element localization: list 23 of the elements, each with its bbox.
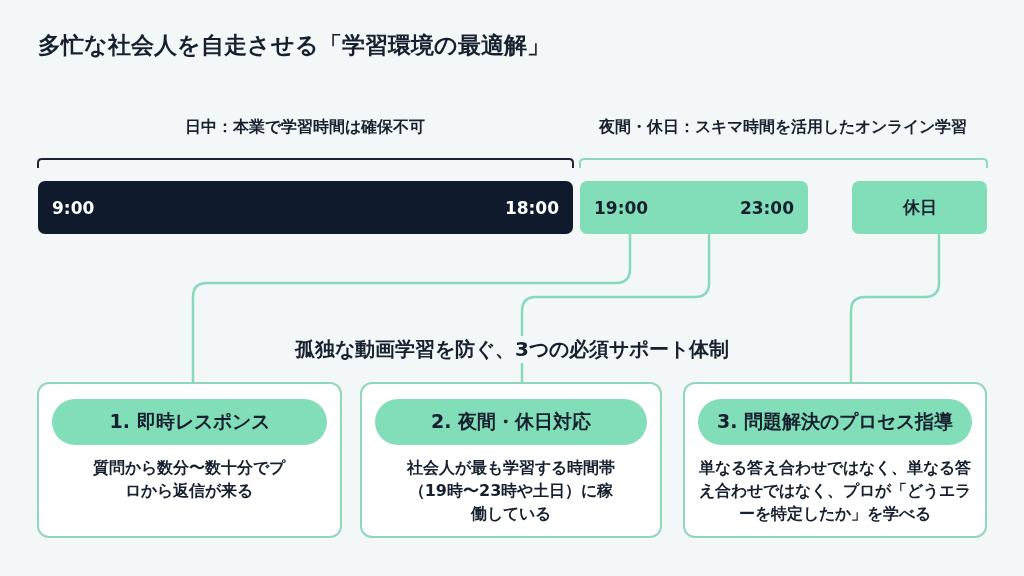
card-text: 社会人が最も学習する時間帯（19時〜23時や土日）に稼働している [406,457,616,525]
time-label: 休日 [902,196,937,219]
card-heading: 3. 問題解決のプロセス指導 [698,399,972,445]
bracket-label: 日中：本業で学習時間は確保不可 [185,117,425,138]
time-label: 18:00 [504,197,559,218]
support-card [37,382,342,538]
connector-line [520,234,711,382]
support-card [683,382,987,538]
connector-line [849,234,941,382]
time-bar [38,181,573,234]
time-label: 19:00 [594,197,649,218]
time-bar [580,181,808,234]
title: 多忙な社会人を自走させる「学習環境の最適解」 [38,31,550,60]
card-text: 質問から数分〜数十分でプロから返信が来る [92,457,287,502]
time-bar [852,181,987,234]
card-heading: 2. 夜間・休日対応 [375,399,647,445]
card-heading: 1. 即時レスポンス [52,399,327,445]
time-label: 9:00 [52,197,95,218]
connector-line [191,234,632,382]
time-label: 23:00 [739,197,794,218]
bracket-label: 夜間・休日：スキマ時間を活用したオンライン学習 [599,117,967,138]
card-text: 単なる答え合わせではなく、単なる答え合わせではなく、プロが「どうエラーを特定したか」を学べる [699,457,971,525]
support-card [360,382,662,538]
